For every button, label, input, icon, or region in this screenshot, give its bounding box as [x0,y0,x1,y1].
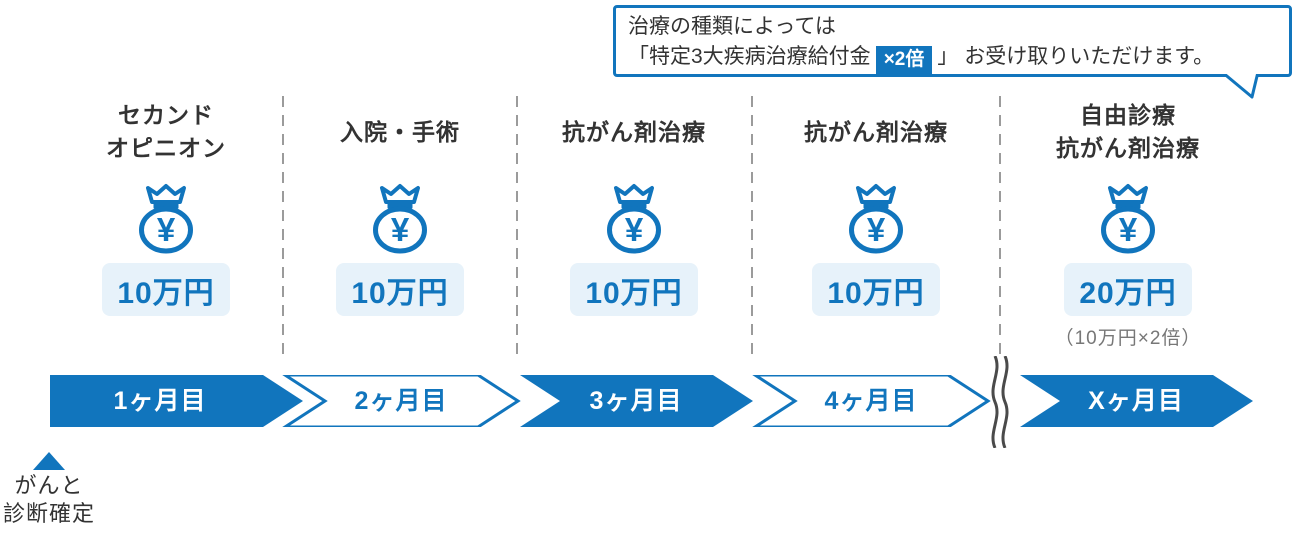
timeline-arrows [50,375,1253,427]
column-header: 入院・手術 [340,96,460,168]
svg-text:¥: ¥ [1119,211,1138,248]
timeline-break-icon [991,356,1009,448]
column-divider [282,96,284,354]
column-divider [751,96,753,354]
timeline-label-month4: 4ヶ月目 [824,387,918,415]
timeline-label-monthX: Xヶ月目 [1088,387,1184,415]
column-hospitalization-surgery: 入院・手術 ¥ 10万円 [285,96,515,316]
x2-multiplier-badge: ×2倍 [875,46,933,74]
money-bag-yen-icon: ¥ [607,184,661,254]
benefit-amount: 20万円 [1064,263,1192,316]
column-free-practice-anticancer: 自由診療 抗がん剤治療 ¥ 20万円 （10万円×2倍） [1013,96,1243,350]
benefit-amount: 10万円 [336,263,464,316]
benefit-amount: 10万円 [102,263,230,316]
callout-line2-prefix: 「特定3大疾病治療給付金 [628,45,871,68]
column-divider [999,96,1001,354]
money-bag-yen-icon: ¥ [373,184,427,254]
money-bag-yen-icon: ¥ [139,184,193,254]
timeline-arrow-month4 [752,375,991,427]
timeline-label-month1: 1ヶ月目 [113,387,207,415]
timeline-arrow-month1 [50,375,303,427]
column-header-line: オピニオン [106,135,226,161]
money-bag-yen-icon: ¥ [849,184,903,254]
column-header-line: 抗がん剤治療 [562,118,706,145]
column-header: 抗がん剤治療 [562,96,706,168]
svg-text:¥: ¥ [867,211,886,248]
column-second-opinion: セカンド オピニオン ¥ 10万円 [51,96,281,316]
benefit-amount-note: （10万円×2倍） [1054,328,1202,349]
column-header-line: 抗がん剤治療 [1056,135,1200,161]
column-header: 自由診療 抗がん剤治療 [1056,96,1200,168]
callout-tail-icon [1222,74,1260,99]
svg-text:¥: ¥ [625,211,644,248]
column-divider [516,96,518,354]
timeline-arrow-month2 [282,375,521,427]
timeline-arrow-month3 [520,375,753,427]
column-header-line: 抗がん剤治療 [804,118,948,145]
svg-text:¥: ¥ [157,211,176,248]
timeline-label-month3: 3ヶ月目 [589,387,683,415]
benefit-amount: 10万円 [570,263,698,316]
callout-line1: 治療の種類によっては [628,15,836,38]
callout-line2: 「特定3大疾病治療給付金×2倍」 お受け取りいただけます。 [628,42,1277,74]
column-header-line: セカンド [118,102,214,128]
timeline-label-month2: 2ヶ月目 [354,387,448,415]
diagnosis-marker-label: がんと 診断確定 [0,472,98,528]
column-header: セカンド オピニオン [106,96,226,168]
column-header: 抗がん剤治療 [804,96,948,168]
diagnosis-marker-line2: 診断確定 [2,501,95,526]
callout-bubble: 治療の種類によっては 「特定3大疾病治療給付金×2倍」 お受け取りいただけます。 [613,5,1292,77]
money-bag-yen-icon: ¥ [1101,184,1155,254]
timeline-arrow-monthX [1020,375,1253,427]
diagnosis-marker-triangle-icon [33,452,65,470]
column-anticancer-treatment-1: 抗がん剤治療 ¥ 10万円 [519,96,749,316]
column-anticancer-treatment-2: 抗がん剤治療 ¥ 10万円 [761,96,991,316]
benefit-amount: 10万円 [812,263,940,316]
column-header-line: 入院・手術 [340,118,460,145]
column-header-line: 自由診療 [1080,102,1176,128]
diagnosis-marker-line1: がんと [14,473,84,498]
callout-line2-suffix: 」 お受け取りいただけます。 [937,45,1215,68]
svg-text:¥: ¥ [391,211,410,248]
